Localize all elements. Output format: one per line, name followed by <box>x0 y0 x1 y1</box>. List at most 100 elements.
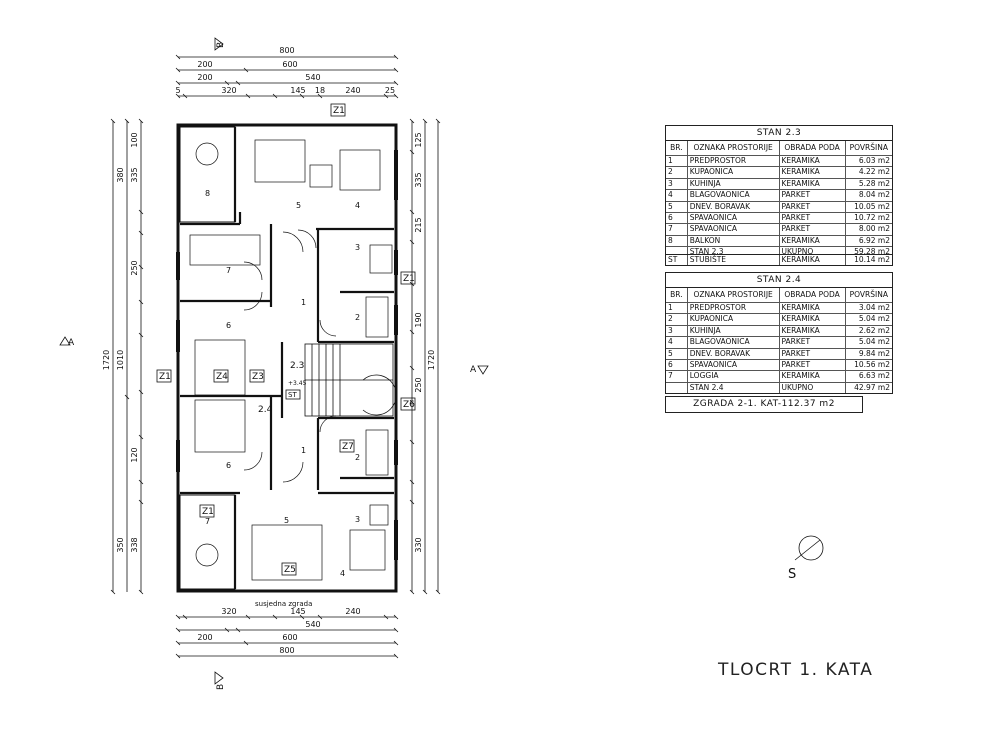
north-arrow-circle <box>798 535 824 561</box>
tag-z1-bottom: Z1 <box>202 507 214 517</box>
cell-br: 1 <box>666 303 688 314</box>
cell-br: ST <box>666 255 688 266</box>
sofa <box>251 524 323 581</box>
tag-z4: Z4 <box>216 372 228 382</box>
room-number: 3 <box>355 243 360 252</box>
cell-name: KUPAONICA <box>688 314 780 325</box>
dim-top-25: 25 <box>385 86 395 95</box>
dim-top-200b: 200 <box>197 73 212 82</box>
cell-floor: PARKET <box>780 212 846 224</box>
cell-br: 7 <box>666 371 688 382</box>
cell-area: 5.04 m2 <box>858 337 890 347</box>
tag-z5: Z5 <box>284 565 296 575</box>
dim-left-250: 250 <box>130 260 139 275</box>
door-swing <box>243 261 263 281</box>
dim-right-250: 250 <box>414 377 423 392</box>
tag-z1-right: Z1 <box>403 274 415 284</box>
tag-z7: Z7 <box>342 442 354 452</box>
dim-left-100: 100 <box>130 132 139 147</box>
cell-area: 10.05 m2 <box>854 201 890 211</box>
cell-floor: PARKET <box>780 201 846 212</box>
stair-st-label: ST <box>288 391 297 399</box>
cell-br: 4 <box>666 337 688 348</box>
door-swing <box>282 461 304 483</box>
cell-br <box>666 247 688 258</box>
dim-top-total: 800 <box>279 46 294 55</box>
dim-top-600: 600 <box>282 60 297 69</box>
door-swing <box>297 229 317 249</box>
cell-br: 8 <box>666 235 688 247</box>
dining-table <box>339 149 381 191</box>
dim-top-5: 5 <box>175 86 180 95</box>
dim-left-350: 350 <box>116 537 125 552</box>
cell-floor: KERAMIKA <box>780 156 846 167</box>
north-arrow-label: S <box>788 567 796 582</box>
dim-right-190: 190 <box>414 312 423 327</box>
sofa <box>254 139 306 183</box>
table-row: ST STUBIŠTE KERAMIKA 10.14 m2 <box>666 255 892 266</box>
dim-ticks-top <box>175 54 399 99</box>
dim-top-240: 240 <box>345 86 360 95</box>
room-number: 5 <box>296 201 301 210</box>
dim-ticks-bottom <box>175 614 399 659</box>
cell-floor: KERAMIKA <box>780 255 846 266</box>
dim-bottom-145: 145 <box>290 607 305 616</box>
tag-box <box>199 504 215 518</box>
cell-name: LOGGIA <box>688 371 780 382</box>
cell-floor: PARKET <box>780 224 846 235</box>
tag-box <box>285 389 301 400</box>
balcony-top <box>179 126 236 223</box>
dim-left-total: 1720 <box>102 350 111 370</box>
cell-name: BLAGOVAONICA <box>688 337 780 348</box>
cell-br: 1 <box>666 156 688 167</box>
cell-br <box>666 382 688 394</box>
table-top <box>195 142 219 166</box>
door-swing <box>243 291 263 311</box>
cell-floor: UKUPNO <box>780 382 846 394</box>
building-total-box: ZGRADA 2-1. KAT-112.37 m2 <box>665 396 863 413</box>
cell-name: STUBIŠTE <box>688 255 780 266</box>
room-number: 5 <box>284 516 289 525</box>
tag-box <box>249 369 265 383</box>
tag-box <box>281 562 297 576</box>
cell-area: 4.22 m2 <box>858 167 890 177</box>
cell-floor: KERAMIKA <box>780 371 846 382</box>
header-area: POVRŠINA <box>849 290 888 299</box>
kitchen-counter <box>369 244 393 274</box>
header-name: OZNAKA PROSTORIJE <box>688 288 780 302</box>
header-br: BR. <box>666 141 688 155</box>
dim-left-1010: 1010 <box>116 350 125 370</box>
section-a-left-marker <box>59 336 71 346</box>
dim-bottom-320: 320 <box>221 607 236 616</box>
cell-name: SPAVAONICA <box>688 212 780 224</box>
dim-bottom-200: 200 <box>197 633 212 642</box>
cell-area: 8.04 m2 <box>858 190 890 200</box>
cell-floor: UKUPNO <box>780 247 846 258</box>
section-b-top-marker <box>214 37 224 51</box>
dim-left-335: 335 <box>130 167 139 182</box>
cell-floor: KERAMIKA <box>780 303 846 314</box>
cell-br: 5 <box>666 201 688 212</box>
door-swing <box>282 231 304 253</box>
sheet-title: TLOCRT 1. KATA <box>718 660 874 680</box>
cell-area: 3.04 m2 <box>858 303 890 312</box>
dim-right-335: 335 <box>414 172 423 187</box>
cell-br: 3 <box>666 325 688 337</box>
tag-box <box>213 369 229 383</box>
cell-name: PREDPROSTOR <box>688 303 780 314</box>
cell-area: 6.03 m2 <box>858 156 890 165</box>
cell-name: KUPAONICA <box>688 167 780 178</box>
cell-name: KUHINJA <box>688 178 780 190</box>
cell-floor: KERAMIKA <box>780 178 846 190</box>
cell-floor: KERAMIKA <box>780 314 846 325</box>
cell-br: 3 <box>666 178 688 190</box>
